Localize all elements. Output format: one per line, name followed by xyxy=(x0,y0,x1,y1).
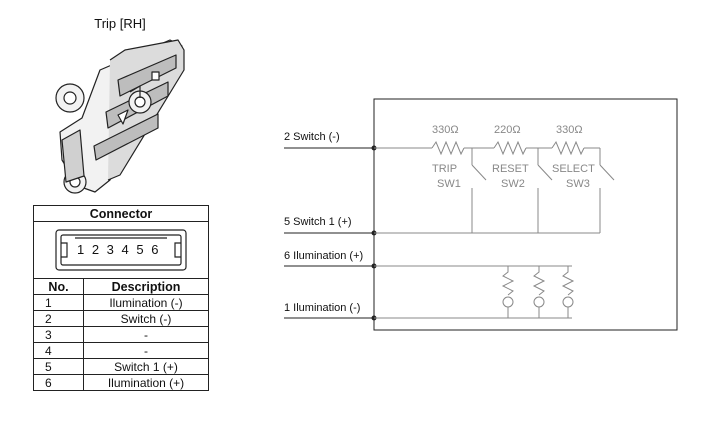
wire-label-illum-neg: 1 Ilumination (-) xyxy=(284,302,361,314)
schematic-frame xyxy=(373,98,678,331)
switch-name: SELECT xyxy=(552,163,595,175)
connector-pinout-cell: 1 2 3 4 5 6 xyxy=(33,221,209,279)
wire-label-switch-neg: 2 Switch (-) xyxy=(284,131,340,143)
table-row: 3 - xyxy=(33,326,209,343)
switch-name: TRIP xyxy=(432,163,458,175)
wire-label-switch1-pos: 5 Switch 1 (+) xyxy=(284,216,352,228)
table-row: 1 Ilumination (-) xyxy=(33,294,209,311)
switch-name: RESET xyxy=(492,163,529,175)
resistor-value: 220Ω xyxy=(494,124,521,136)
connector-plug-icon: 1 2 3 4 5 6 xyxy=(55,229,187,271)
table-row: 2 Switch (-) xyxy=(33,310,209,327)
resistor-value: 330Ω xyxy=(556,124,583,136)
part-title: Trip [RH] xyxy=(94,16,146,31)
table-row: 5 Switch 1 (+) xyxy=(33,358,209,375)
resistor-value: 330Ω xyxy=(432,124,459,136)
table-row: 4 - xyxy=(33,342,209,359)
switch-id: SW1 xyxy=(437,178,461,190)
connector-pin-numbers: 1 2 3 4 5 6 xyxy=(77,242,161,257)
connector-header: Connector xyxy=(33,205,209,222)
table-row: 6 Ilumination (+) xyxy=(33,374,209,391)
connector-table: Connector 1 2 3 4 5 6 xyxy=(33,205,209,391)
switch-id: SW2 xyxy=(501,178,525,190)
switch-id: SW3 xyxy=(566,178,590,190)
wire-label-illum-pos: 6 Ilumination (+) xyxy=(284,250,364,262)
column-header-description: Description xyxy=(83,278,209,295)
column-header-no: No. xyxy=(33,278,84,295)
